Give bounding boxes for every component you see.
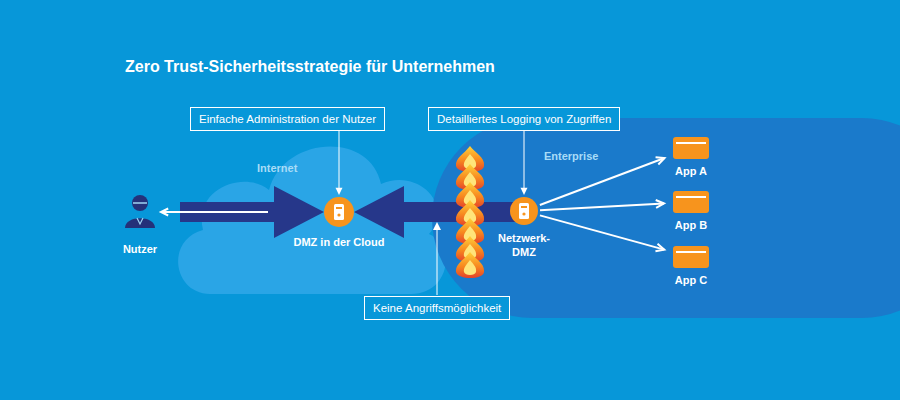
- connector: [540, 215, 664, 251]
- dmz-node: DMZ in der Cloud: [324, 197, 354, 227]
- cloud-region: InternetDMZ in der Cloud: [165, 122, 447, 297]
- node-label: App C: [675, 273, 707, 287]
- node-label: App B: [675, 218, 707, 232]
- app-icon: [672, 245, 710, 269]
- app-icon: [672, 136, 710, 160]
- enterprise-region: EnterpriseNetzwerk- DMZ App A App B App C: [432, 118, 900, 318]
- callout-text: Detailliertes Logging von Zugriffen: [437, 112, 611, 126]
- region-label: Internet: [257, 162, 297, 174]
- user-icon: [122, 192, 158, 228]
- connector: [540, 200, 664, 210]
- cloud-outline: [165, 122, 447, 297]
- node-label: App A: [675, 164, 707, 178]
- app-node: App B: [672, 190, 710, 214]
- dmz-node: Netzwerk- DMZ: [510, 197, 538, 225]
- leader-line: [433, 222, 441, 295]
- connector: [354, 186, 532, 238]
- firewall: [456, 146, 484, 278]
- dmz-icon: [510, 197, 538, 225]
- app-node: App C: [672, 245, 710, 269]
- node-label: DMZ in der Cloud: [293, 235, 384, 249]
- connector: [540, 157, 665, 205]
- callout-box: Detailliertes Logging von Zugriffen: [428, 107, 620, 131]
- connector: [521, 131, 528, 195]
- dmz-icon: [324, 197, 354, 227]
- callout-text: Keine Angriffsmöglichkeit: [373, 301, 501, 315]
- user-node: Nutzer: [122, 192, 158, 228]
- node-label: Netzwerk- DMZ: [489, 231, 559, 259]
- diagram-title: Zero Trust-Sicherheitsstrategie für Unte…: [125, 58, 495, 76]
- callout-box: Einfache Administration der Nutzer: [190, 107, 385, 131]
- app-icon: [672, 190, 710, 214]
- connector: [336, 131, 343, 195]
- callout-box: Keine Angriffsmöglichkeit: [364, 296, 510, 320]
- enterprise-outline: [432, 118, 900, 318]
- title-wrap: Zero Trust-Sicherheitsstrategie für Unte…: [125, 58, 495, 76]
- connector: [161, 186, 324, 238]
- callout-text: Einfache Administration der Nutzer: [199, 112, 376, 126]
- app-node: App A: [672, 136, 710, 160]
- node-label: Nutzer: [123, 242, 157, 256]
- region-label: Enterprise: [544, 150, 598, 162]
